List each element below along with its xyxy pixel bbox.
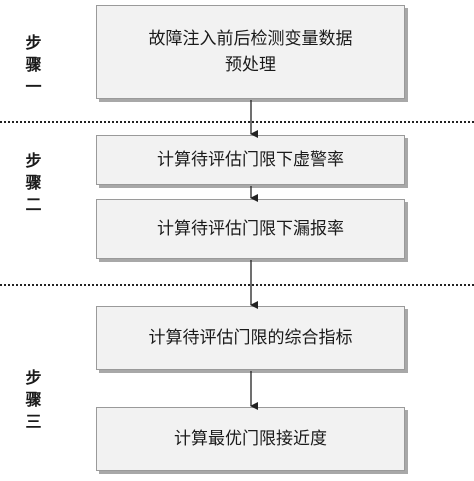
step-divider-1 (0, 121, 474, 123)
flow-box-preprocess: 故障注入前后检测变量数据 预处理 (96, 5, 405, 99)
flow-box-optimal-closeness: 计算最优门限接近度 (96, 407, 405, 471)
flow-box-optimal-closeness-text: 计算最优门限接近度 (174, 429, 327, 449)
flow-box-preprocess-text: 故障注入前后检测变量数据 预处理 (148, 29, 353, 75)
flow-box-missed-detection-rate-text: 计算待评估门限下漏报率 (157, 219, 344, 239)
step-label-3: 步 骤 三 (25, 368, 43, 431)
flow-box-composite-index: 计算待评估门限的综合指标 (96, 306, 405, 370)
flow-box-false-alarm-rate: 计算待评估门限下虚警率 (96, 135, 405, 185)
step-divider-2 (0, 284, 474, 286)
flow-box-missed-detection-rate: 计算待评估门限下漏报率 (96, 199, 405, 259)
flow-box-false-alarm-rate-text: 计算待评估门限下虚警率 (157, 150, 344, 170)
step-label-2: 步 骤 二 (25, 151, 43, 214)
step-label-1: 步 骤 一 (25, 33, 43, 96)
flow-box-composite-index-text: 计算待评估门限的综合指标 (148, 328, 353, 348)
